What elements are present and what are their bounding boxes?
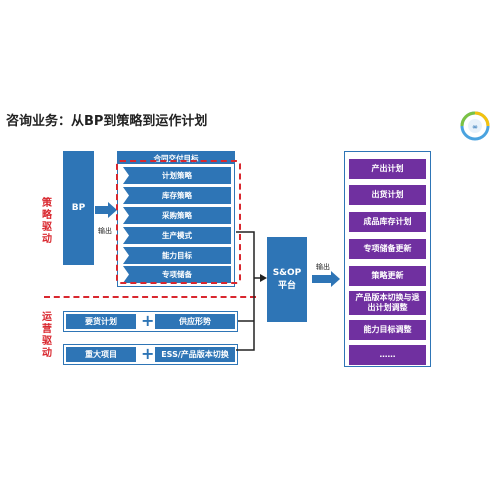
output-item: 专项储备更新	[349, 239, 426, 259]
strategy-item-label: 能力目标	[162, 251, 192, 260]
output-item-label: 成品库存计划	[363, 217, 412, 226]
ess-version-switch-label: ESS/产品版本切换	[161, 350, 229, 359]
sop-title: S&OP	[272, 267, 302, 278]
page-title: 咨询业务：从BP到策略到运作计划	[6, 114, 208, 129]
svg-text:∞: ∞	[472, 123, 478, 131]
strategy-item-label: 生产模式	[162, 231, 192, 240]
strategy-item: 库存策略	[123, 187, 231, 204]
output-item-label: ……	[379, 350, 396, 359]
output-item-label: 产品版本切换与退出计划调整	[355, 293, 420, 312]
strategy-item-label: 计划策略	[162, 171, 192, 180]
ess-version-switch: ESS/产品版本切换	[155, 347, 235, 362]
sop-subtitle: 平台	[277, 280, 296, 291]
bp-block: BP	[63, 151, 94, 265]
connector-lines	[236, 231, 267, 351]
sop-platform: S&OP 平台	[267, 237, 307, 322]
strategy-driven-label: 策略驱动	[42, 198, 52, 245]
sop-output-label: 输出	[316, 263, 330, 271]
output-item: 出货计划	[349, 185, 426, 205]
strategy-item: 生产模式	[123, 227, 231, 244]
output-item: 产品版本切换与退出计划调整	[349, 291, 426, 315]
demand-plan: 要货计划	[66, 314, 136, 329]
major-project-label: 重大项目	[85, 350, 117, 359]
output-item: ……	[349, 345, 426, 365]
supply-situation: 供应形势	[155, 314, 235, 329]
output-item: 能力目标调整	[349, 320, 426, 340]
plus-icon: +	[141, 344, 155, 363]
major-project: 重大项目	[66, 347, 136, 362]
strategy-item-label: 采购策略	[162, 211, 192, 220]
output-item-label: 产出计划	[371, 164, 404, 173]
output-item-label: 策略更新	[371, 271, 404, 280]
demand-plan-label: 要货计划	[85, 317, 117, 326]
circular-logo-icon: ∞	[460, 111, 490, 141]
strategy-item-label: 库存策略	[162, 191, 192, 200]
arrow-right-icon	[95, 202, 117, 218]
output-item-label: 专项储备更新	[363, 244, 412, 253]
contract-delivery-goal-label: 合同交付目标	[153, 153, 199, 163]
output-item: 策略更新	[349, 266, 426, 286]
output-item: 成品库存计划	[349, 212, 426, 232]
arrow-right-icon	[312, 271, 340, 287]
output-item-label: 出货计划	[371, 190, 404, 199]
strategy-item: 计划策略	[123, 167, 231, 184]
bp-output-label: 输出	[98, 227, 112, 235]
output-item: 产出计划	[349, 159, 426, 179]
supply-situation-label: 供应形势	[179, 317, 211, 326]
strategy-item: 专项储备	[123, 266, 231, 283]
strategy-item-label: 专项储备	[162, 270, 192, 279]
section-divider	[44, 296, 256, 298]
operations-driven-label: 运营驱动	[42, 312, 52, 359]
output-item-label: 能力目标调整	[363, 325, 412, 334]
strategy-item: 采购策略	[123, 207, 231, 224]
strategy-highlight	[116, 160, 241, 284]
bp-label: BP	[71, 203, 86, 213]
strategy-item: 能力目标	[123, 247, 231, 264]
plus-icon: +	[141, 311, 155, 330]
